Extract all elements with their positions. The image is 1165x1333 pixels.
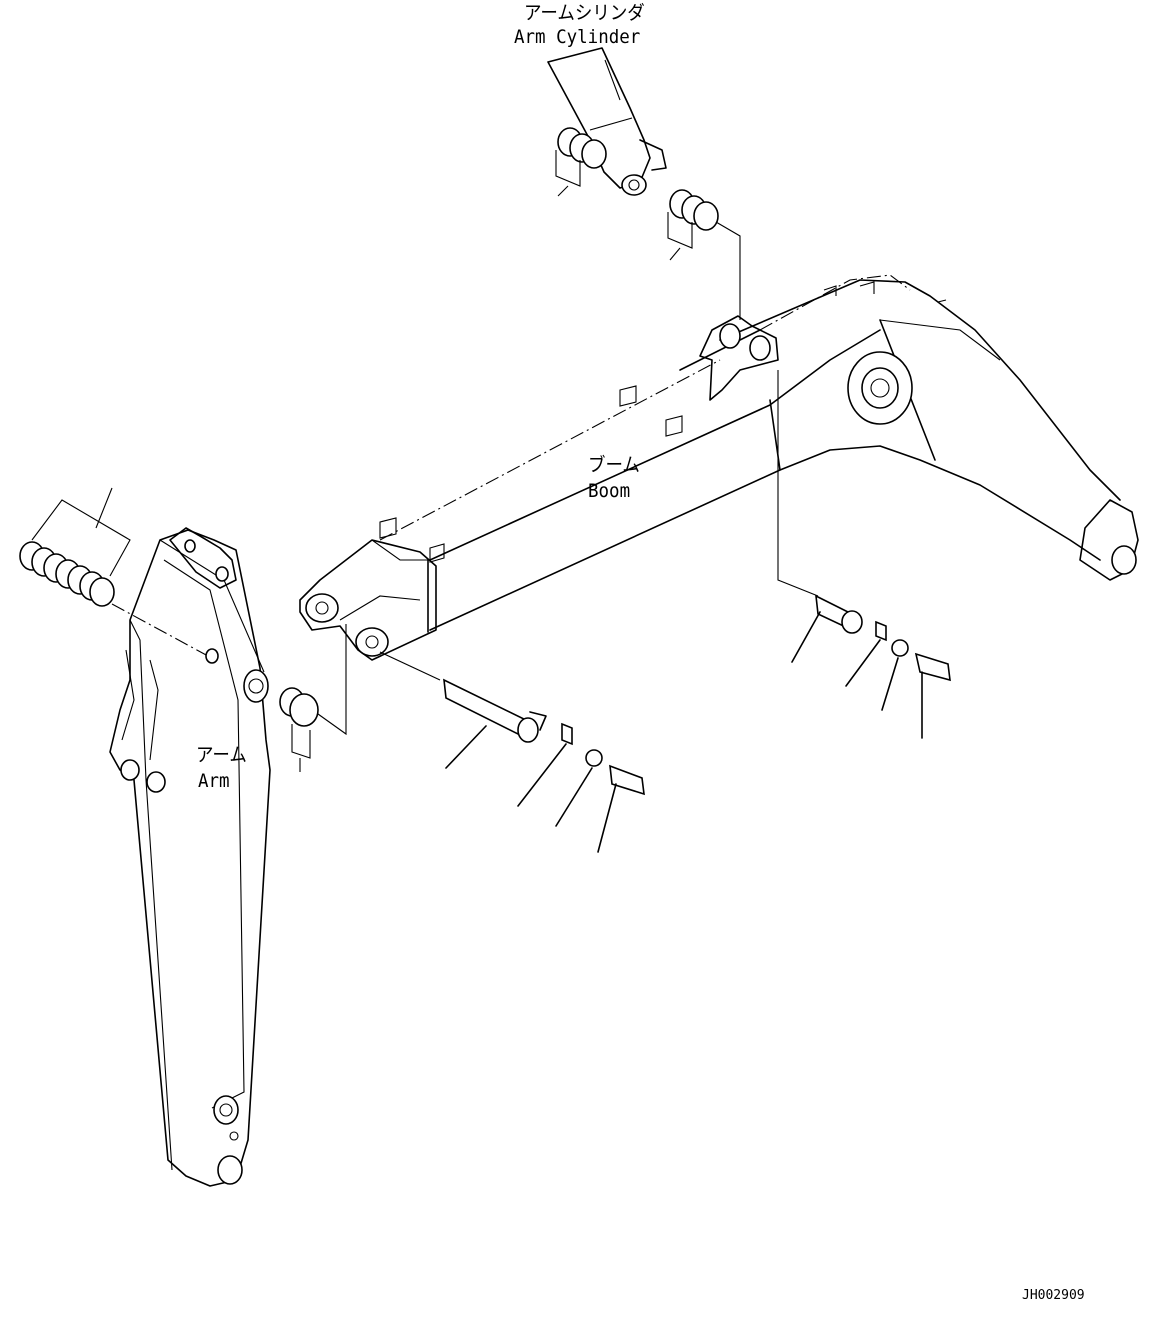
arm-cylinder-label-en: Arm Cylinder — [514, 26, 641, 48]
arm-label-jp: アーム — [196, 744, 247, 766]
shim-washer-set-3 — [279, 624, 347, 772]
pin-assembly-right — [777, 370, 951, 739]
arm-cylinder-part — [547, 47, 667, 196]
boom-label-en: Boom — [588, 480, 631, 502]
shim-stack-left — [19, 487, 209, 657]
shim-washer-set-2 — [667, 189, 741, 320]
drawing-code: JH002909 — [1022, 1288, 1085, 1303]
arm-label-en: Arm — [198, 770, 230, 792]
arm-cylinder-label-jp: アームシリンダ — [524, 2, 645, 24]
shim-washer-set-1 — [555, 127, 607, 197]
arm-part — [109, 527, 271, 1187]
boom-label-jp: ブーム — [588, 454, 640, 476]
pin-assembly-center — [379, 651, 645, 853]
boom-part — [299, 274, 1139, 661]
